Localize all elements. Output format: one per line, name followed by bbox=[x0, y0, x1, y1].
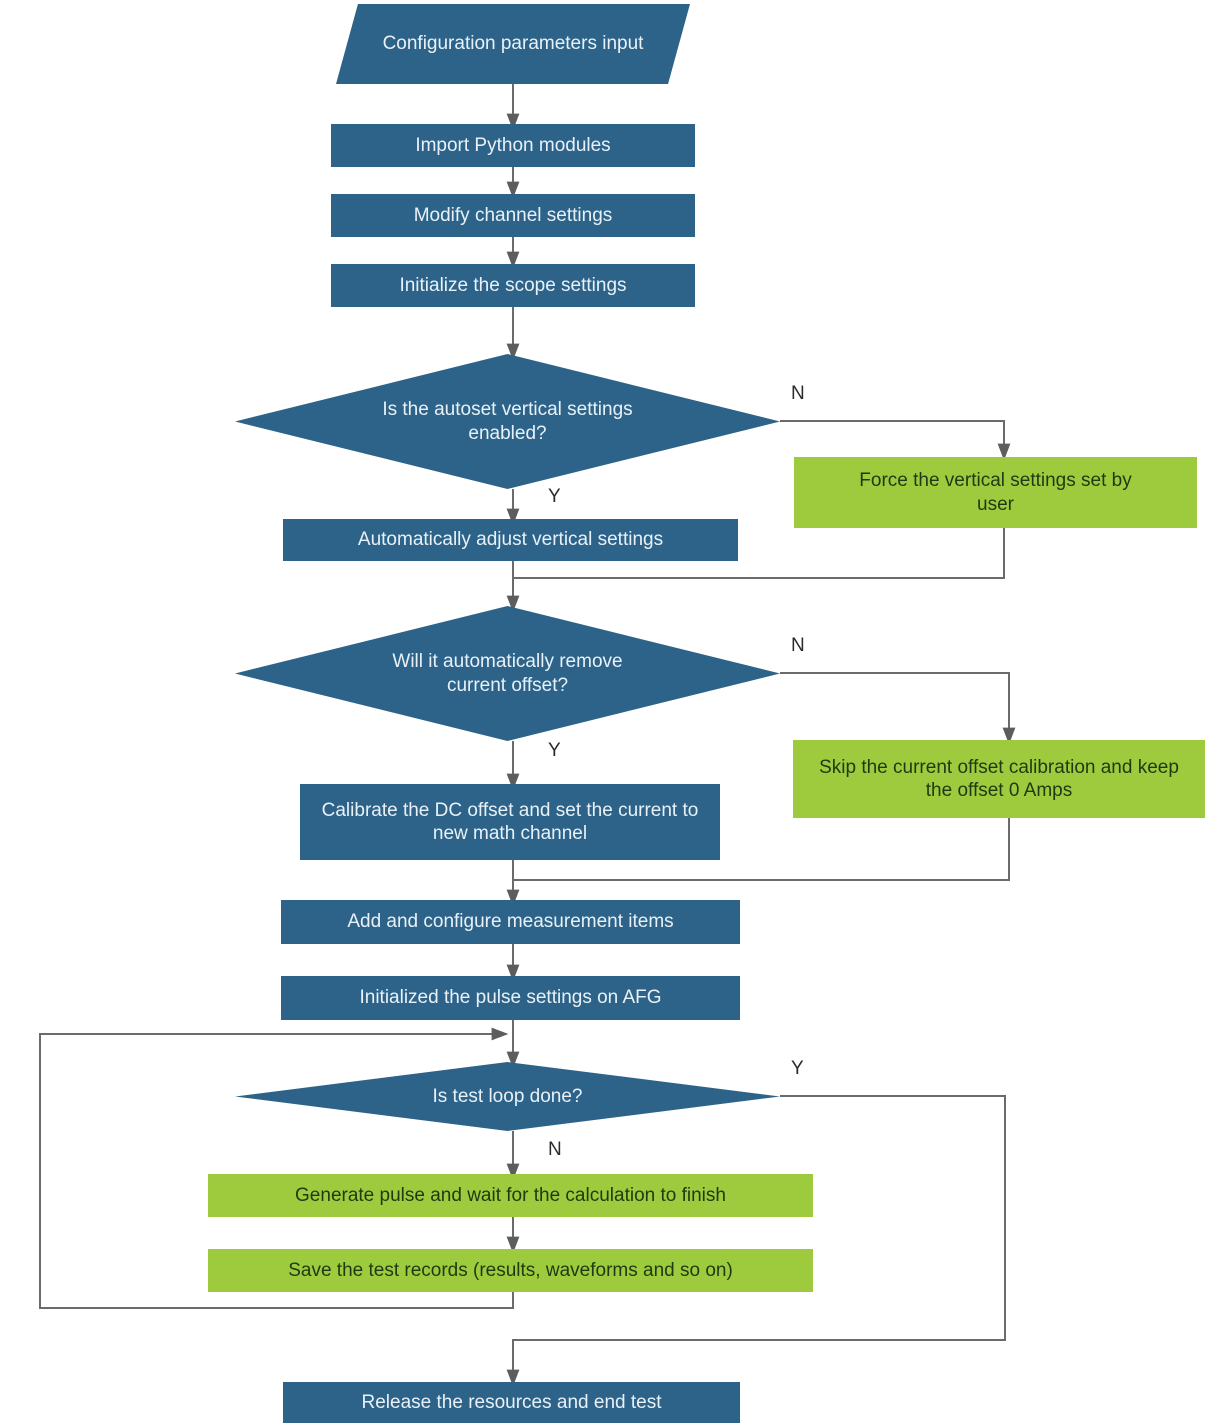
node-initialize-pulse-settings-afg[interactable]: Initialized the pulse settings on AFG bbox=[281, 976, 740, 1020]
node-label: Release the resources and end test bbox=[361, 1391, 662, 1413]
node-save-test-records[interactable]: Save the test records (results, waveform… bbox=[208, 1249, 813, 1292]
node-label: Import Python modules bbox=[415, 134, 611, 156]
node-label: Is the autoset vertical settings enabled… bbox=[382, 399, 633, 444]
node-force-vertical-settings[interactable]: Force the vertical settings set by user bbox=[794, 457, 1197, 528]
branch-label-offset-no: N bbox=[791, 635, 805, 656]
node-label: Generate pulse and wait for the calculat… bbox=[295, 1184, 726, 1206]
branch-label-autoset-no: N bbox=[791, 383, 805, 404]
node-label: Add and configure measurement items bbox=[347, 911, 674, 933]
node-automatically-adjust-vertical-settings[interactable]: Automatically adjust vertical settings bbox=[283, 519, 738, 561]
branch-label-offset-yes: Y bbox=[548, 740, 561, 761]
node-initialize-scope-settings[interactable]: Initialize the scope settings bbox=[331, 264, 695, 307]
node-generate-pulse[interactable]: Generate pulse and wait for the calculat… bbox=[208, 1174, 813, 1217]
node-label: Is test loop done? bbox=[432, 1085, 583, 1107]
node-label: Initialized the pulse settings on AFG bbox=[359, 987, 662, 1009]
node-label: Modify channel settings bbox=[413, 204, 613, 226]
node-label: Calibrate the DC offset and set the curr… bbox=[321, 799, 699, 844]
node-decision-autoset-vertical[interactable]: Is the autoset vertical settings enabled… bbox=[235, 354, 780, 489]
branch-label-autoset-yes: Y bbox=[548, 486, 561, 507]
node-label: Save the test records (results, waveform… bbox=[288, 1259, 733, 1281]
branch-label-loop-no: N bbox=[548, 1139, 562, 1160]
node-add-configure-measurement-items[interactable]: Add and configure measurement items bbox=[281, 900, 740, 944]
node-label: Initialize the scope settings bbox=[399, 274, 627, 296]
node-label: Automatically adjust vertical settings bbox=[357, 529, 664, 551]
node-decision-test-loop-done[interactable]: Is test loop done? bbox=[235, 1062, 780, 1131]
node-modify-channel-settings[interactable]: Modify channel settings bbox=[331, 194, 695, 237]
node-label: Will it automatically remove current off… bbox=[392, 651, 623, 696]
node-label: Skip the current offset calibration and … bbox=[819, 756, 1179, 801]
node-label: Configuration parameters input bbox=[382, 33, 644, 55]
node-decision-remove-current-offset[interactable]: Will it automatically remove current off… bbox=[235, 606, 780, 741]
node-skip-offset-calibration[interactable]: Skip the current offset calibration and … bbox=[793, 740, 1205, 818]
branch-label-loop-yes: Y bbox=[791, 1058, 804, 1079]
node-release-resources-end-test[interactable]: Release the resources and end test bbox=[283, 1382, 740, 1423]
node-label: Force the vertical settings set by user bbox=[859, 470, 1132, 515]
node-configuration-parameters-input[interactable]: Configuration parameters input bbox=[336, 4, 690, 84]
node-import-python-modules[interactable]: Import Python modules bbox=[331, 124, 695, 167]
node-calibrate-dc-offset[interactable]: Calibrate the DC offset and set the curr… bbox=[300, 784, 720, 860]
